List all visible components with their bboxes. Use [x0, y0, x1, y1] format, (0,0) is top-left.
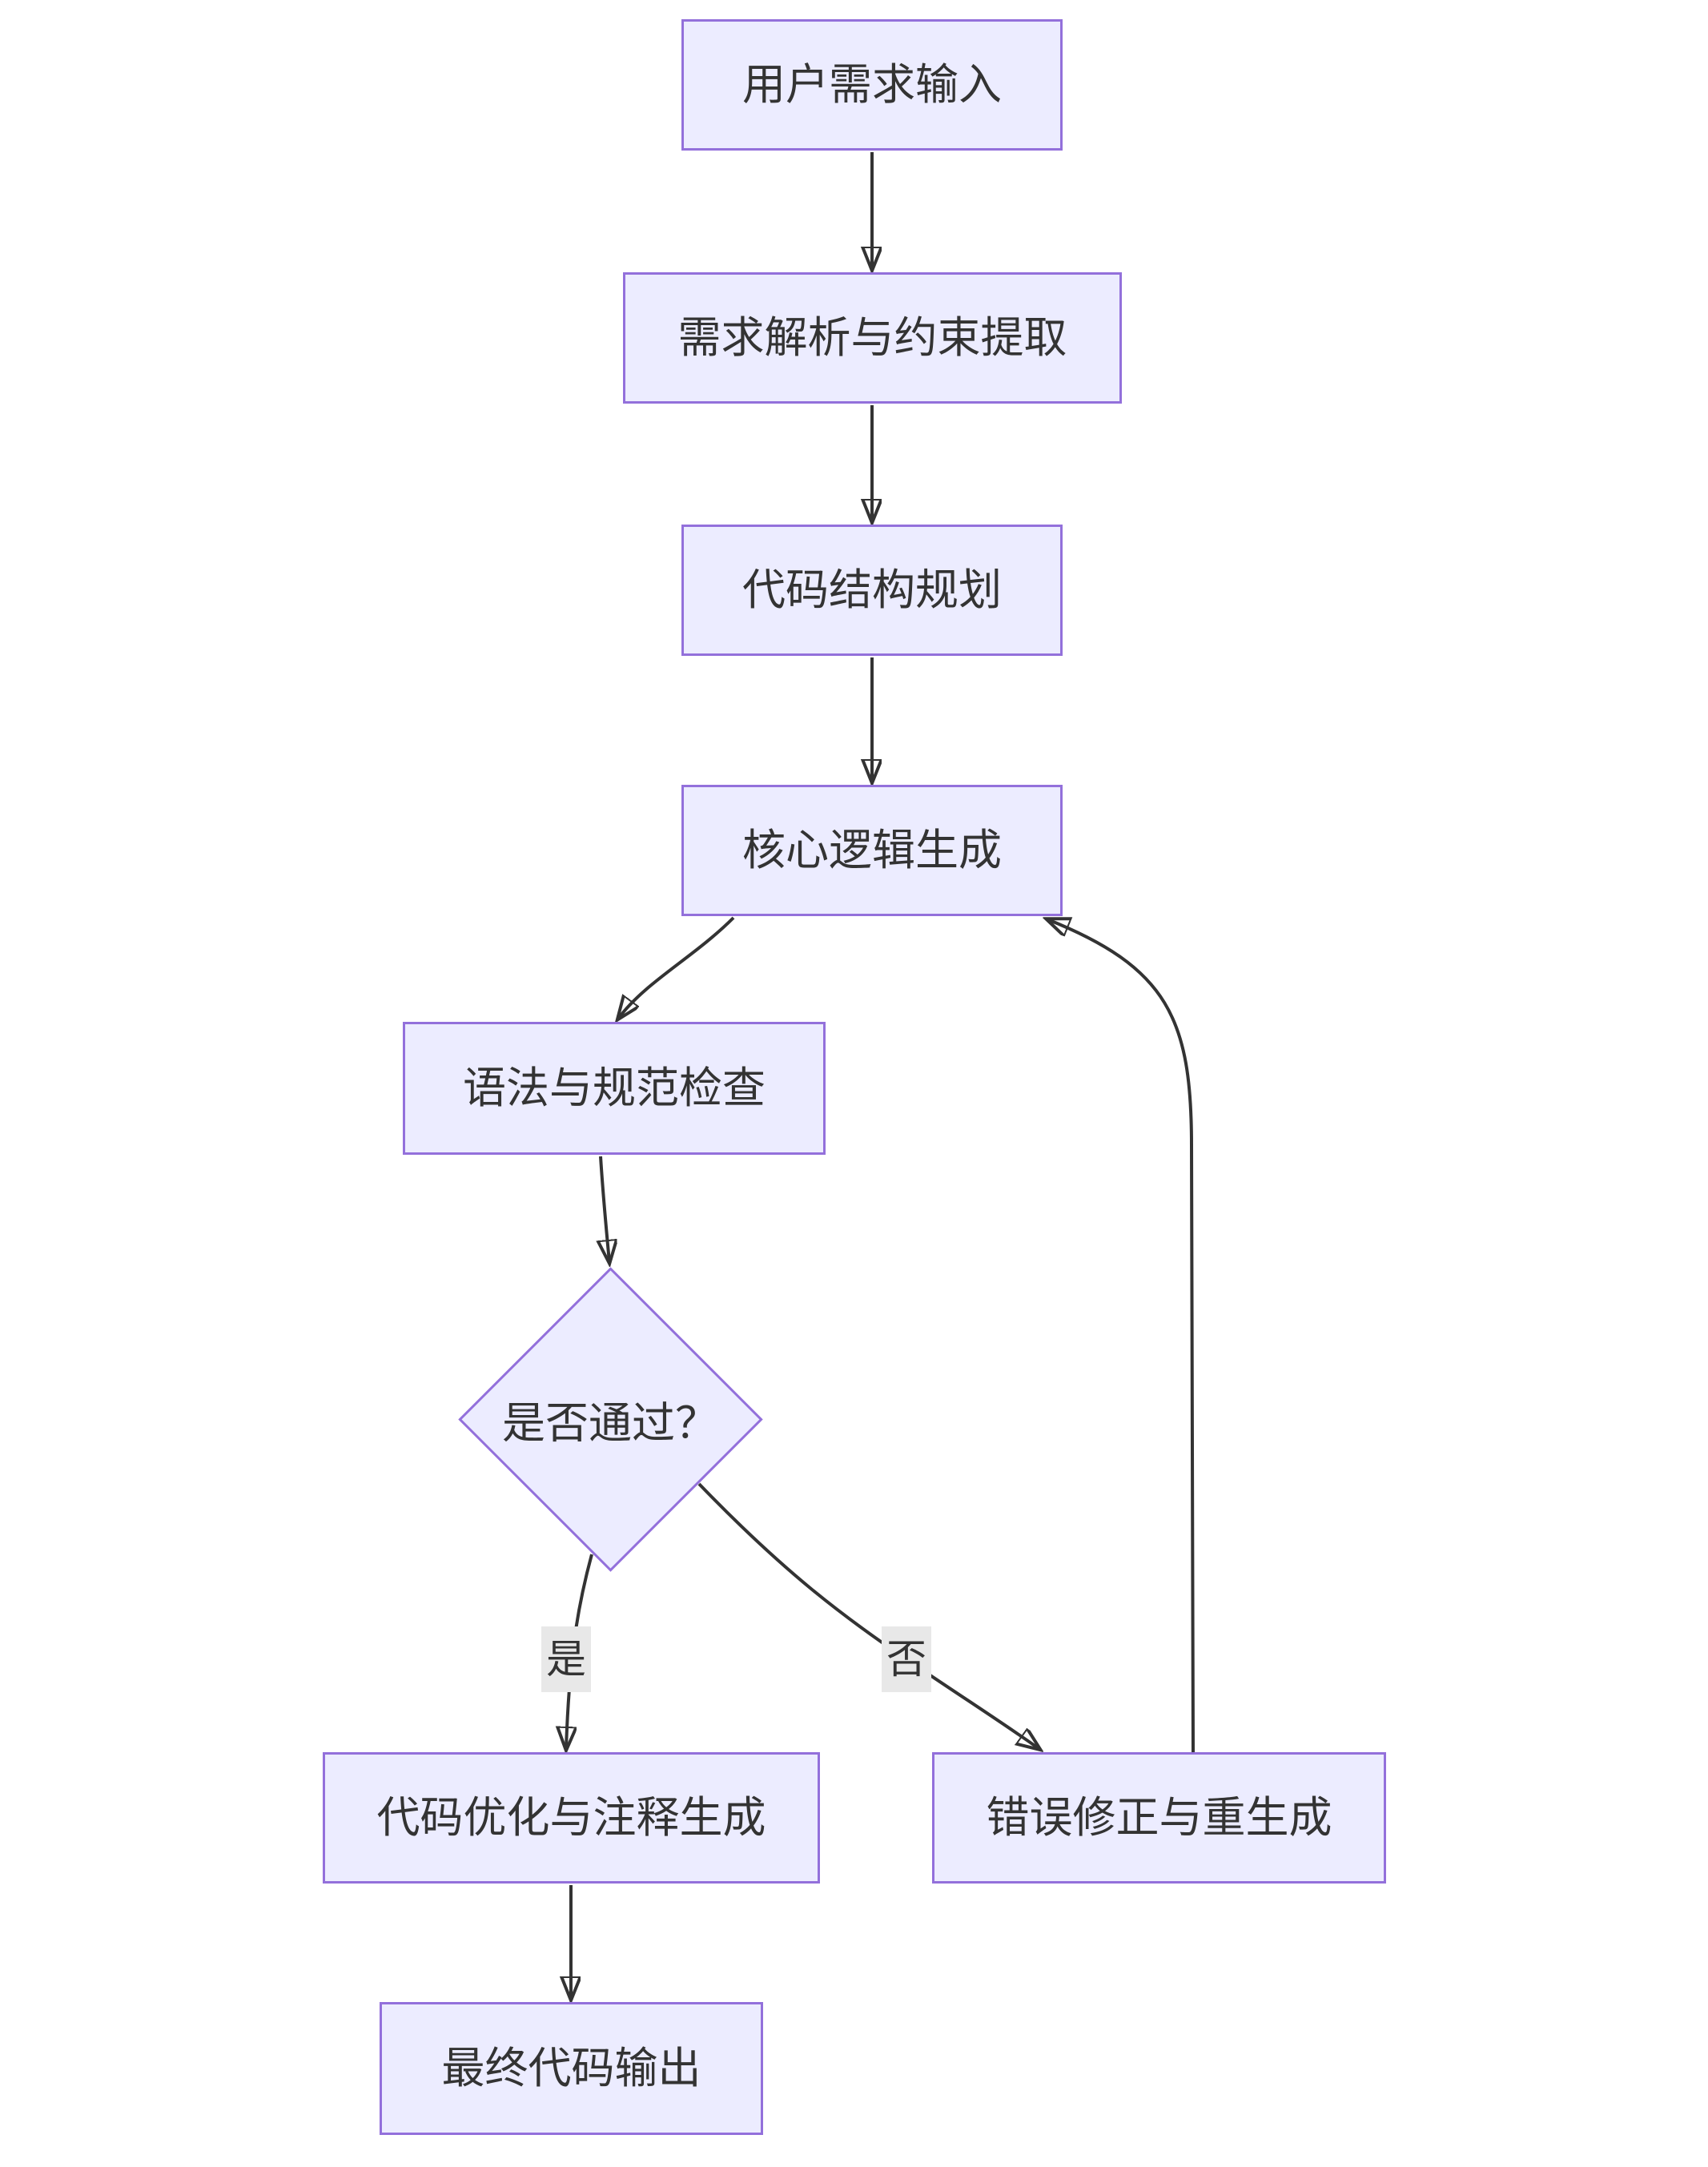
node-user-requirement-input: 用户需求输入: [681, 19, 1063, 151]
node-final-code-output: 最终代码输出: [380, 2002, 763, 2135]
node-error-fix-regeneration: 错误修正与重生成: [932, 1752, 1386, 1884]
node-code-optimization-comment-generation: 代码优化与注释生成: [323, 1752, 820, 1884]
node-code-optimization-label: 代码优化与注释生成: [376, 1791, 766, 1843]
edge-label-no: 否: [882, 1626, 931, 1692]
node-user-requirement-input-label: 用户需求输入: [742, 58, 1002, 110]
node-syntax-spec-check-label: 语法与规范检查: [463, 1062, 766, 1113]
edge-corelogic-to-check: [618, 916, 735, 1019]
node-final-code-output-label: 最终代码输出: [441, 2042, 701, 2093]
node-requirement-parsing-constraint-extraction: 需求解析与约束提取: [623, 272, 1122, 404]
node-decision-pass-label: 是否通过？: [502, 1397, 718, 1449]
edge-check-to-decision: [601, 1156, 609, 1262]
node-code-structure-planning: 代码结构规划: [681, 525, 1063, 656]
edge-label-yes: 是: [541, 1626, 591, 1692]
node-core-logic-generation-label: 核心逻辑生成: [742, 824, 1002, 875]
node-syntax-spec-check: 语法与规范检查: [403, 1022, 826, 1155]
edge-decision-no-to-fix: [697, 1482, 1039, 1749]
node-core-logic-generation: 核心逻辑生成: [681, 785, 1063, 916]
node-requirement-parsing-label: 需求解析与约束提取: [677, 312, 1067, 363]
node-code-structure-planning-label: 代码结构规划: [742, 564, 1002, 615]
node-error-fix-regeneration-label: 错误修正与重生成: [986, 1791, 1332, 1843]
edge-fix-loop-to-corelogic: [1047, 919, 1195, 1753]
